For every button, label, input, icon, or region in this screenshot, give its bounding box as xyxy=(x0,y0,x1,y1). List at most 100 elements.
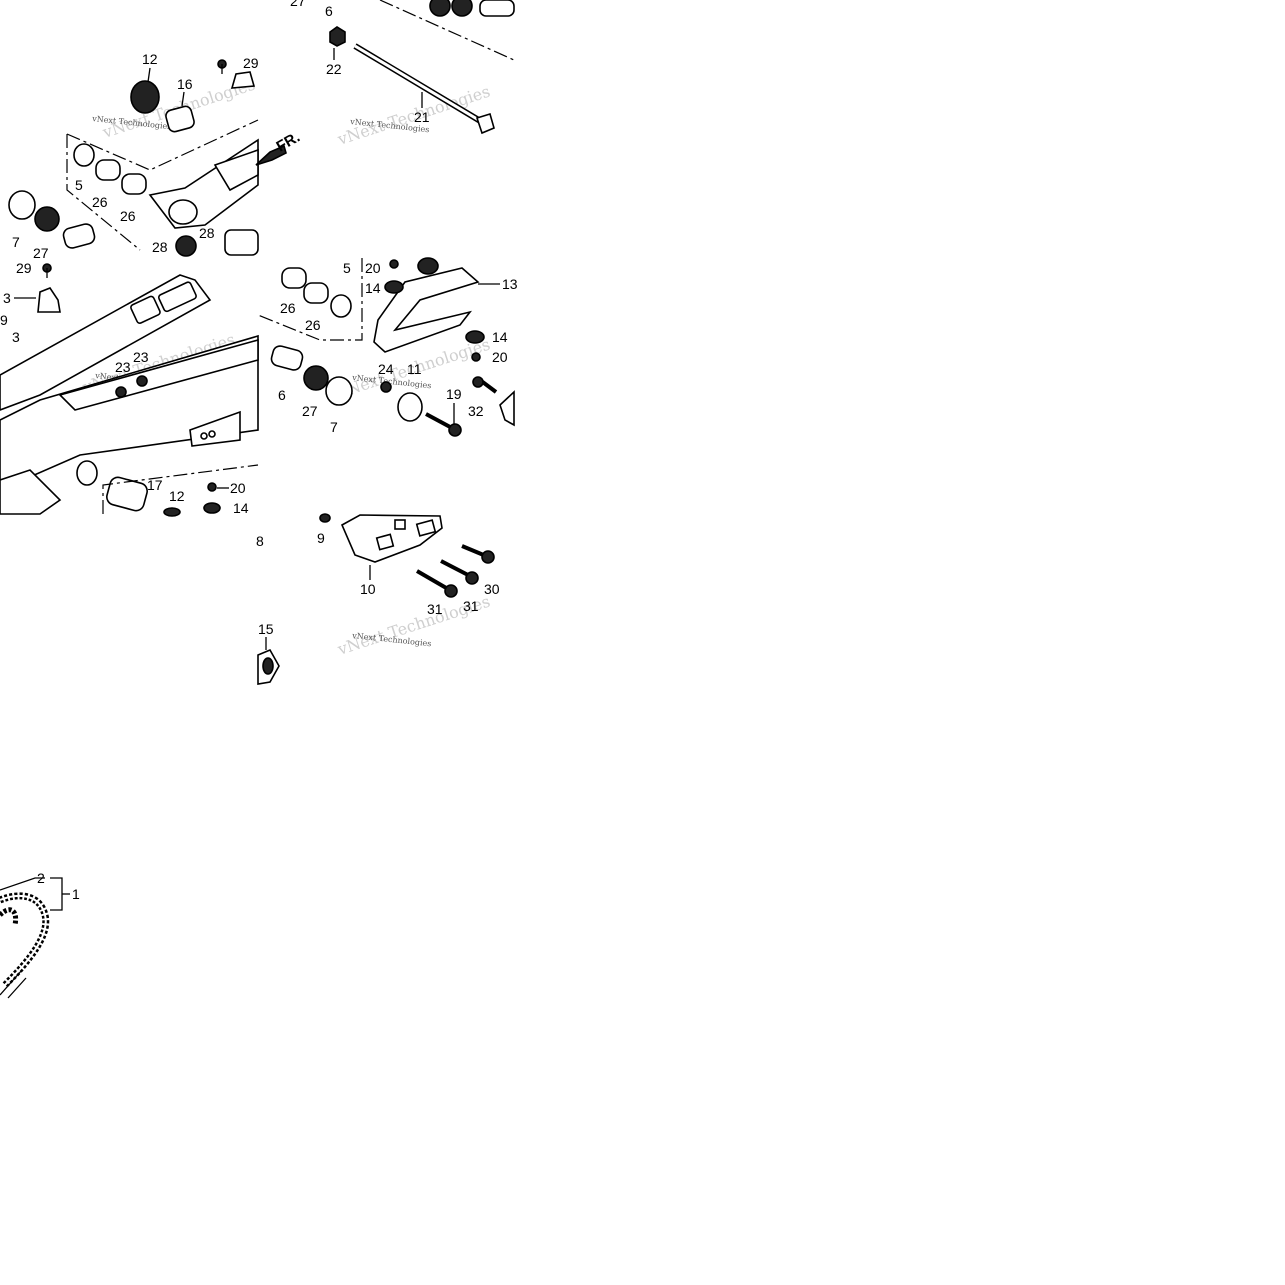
swingarm-rib xyxy=(58,338,259,411)
callout-22: 22 xyxy=(326,61,342,77)
callout-3: 3 xyxy=(12,329,20,345)
callout-16: 16 xyxy=(177,76,193,92)
callout-3: 3 xyxy=(3,290,11,306)
callout-27: 27 xyxy=(302,403,318,419)
housing xyxy=(479,0,515,17)
bearing xyxy=(429,0,451,17)
swingarm-upper-plate xyxy=(213,148,259,192)
part-14-grommet xyxy=(465,330,485,344)
callout-6: 6 xyxy=(325,3,333,19)
part-7-seal xyxy=(8,190,36,220)
part-6-collar xyxy=(270,345,304,371)
callout-1: 1 xyxy=(72,886,80,902)
callout-14: 14 xyxy=(233,500,249,516)
pivot-housing xyxy=(224,229,259,256)
callout-31: 31 xyxy=(427,601,443,617)
callout-26: 26 xyxy=(305,317,321,333)
callout-29: 29 xyxy=(243,55,259,71)
callout-10: 10 xyxy=(360,581,376,597)
part-3-clamp xyxy=(37,287,61,313)
callout-14: 14 xyxy=(492,329,508,345)
callout-11: 11 xyxy=(407,361,422,377)
leader-2 xyxy=(0,877,45,891)
tile-swingarm-front: FR. 12 16 29 5 26 26 7 27 28 28 xyxy=(8,51,303,261)
callout-9: 9 xyxy=(317,530,325,546)
part-23-screw xyxy=(136,375,148,387)
callout-27: 27 xyxy=(290,0,306,9)
callout-28: 28 xyxy=(199,225,215,241)
bearing xyxy=(417,257,439,275)
part-5-seal xyxy=(330,294,352,318)
callout-30: 30 xyxy=(484,581,500,597)
part-27-bearing xyxy=(303,365,329,391)
callout-13: 13 xyxy=(502,276,518,292)
part-13-chain-slider xyxy=(373,267,480,353)
callout-5: 5 xyxy=(75,177,83,193)
part-31-bolt xyxy=(440,559,471,578)
callout-17: 17 xyxy=(147,477,163,493)
part-12-seal xyxy=(163,507,181,517)
dash-line xyxy=(66,119,259,171)
bolt-head xyxy=(475,112,495,135)
callout-26: 26 xyxy=(280,300,296,316)
swingarm-rear xyxy=(0,469,62,515)
tile-drive-chain: 2 1 xyxy=(0,870,80,999)
callout-8: 8 xyxy=(256,533,264,549)
dash-line xyxy=(66,134,141,251)
chain-guide-pad xyxy=(130,295,161,324)
callout-7: 7 xyxy=(330,419,338,435)
callout-12: 12 xyxy=(142,51,158,67)
part-27-bearing xyxy=(34,206,60,232)
callout-7: 7 xyxy=(12,234,20,250)
callout-24: 24 xyxy=(378,361,394,377)
callout-32: 32 xyxy=(468,403,484,419)
part-24-nut xyxy=(380,381,392,393)
callout-21: 21 xyxy=(414,109,430,125)
callout-6: 6 xyxy=(278,387,286,403)
tile-pivot-bolt: 27 6 22 21 xyxy=(290,0,515,135)
part-23-screw xyxy=(115,386,127,398)
callout-20: 20 xyxy=(230,480,246,496)
dash-line xyxy=(102,464,259,514)
part-26-bearing xyxy=(281,267,307,289)
part-7-seal xyxy=(325,376,353,406)
callout-20: 20 xyxy=(492,349,508,365)
pivot-collar xyxy=(62,223,96,249)
callout-9: 9 xyxy=(0,312,8,328)
callout-28: 28 xyxy=(152,239,168,255)
part-28-bearing xyxy=(175,235,197,257)
dash-line xyxy=(257,258,363,341)
part-20-bolt xyxy=(471,352,481,362)
part-31-bolt xyxy=(415,569,450,591)
roller-edge xyxy=(499,390,515,427)
bearing xyxy=(451,0,473,17)
part-20-bolt xyxy=(207,482,217,492)
part-14-grommet xyxy=(203,502,221,514)
callout-14: 14 xyxy=(365,280,381,296)
pivot-bore xyxy=(168,199,198,225)
chain-guide-slot xyxy=(157,281,197,313)
callout-19: 19 xyxy=(446,386,462,402)
callout-15: 15 xyxy=(258,621,274,637)
callout-26: 26 xyxy=(92,194,108,210)
part-11-roller xyxy=(397,392,423,422)
part-26-bearing xyxy=(303,282,329,304)
callout-12: 12 xyxy=(169,488,185,504)
tile-swingarm-body: 29 3 9 3 23 23 17 12 20 14 xyxy=(0,260,259,517)
callout-27: 27 xyxy=(33,245,49,261)
callout-2: 2 xyxy=(37,870,45,886)
part-12-dust-seal xyxy=(130,80,160,114)
callout-23: 23 xyxy=(115,359,131,375)
part-16-collar xyxy=(165,105,195,133)
part-17-collar xyxy=(106,476,148,512)
callout-29: 29 xyxy=(16,260,32,276)
swingarm-hole xyxy=(76,460,98,486)
part-19-bolt xyxy=(425,412,453,430)
callout-20: 20 xyxy=(365,260,381,276)
part-14-grommet xyxy=(384,280,404,294)
tile-roller: 15 xyxy=(257,621,280,685)
tile-chain-slider: 20 14 5 13 26 26 14 20 24 11 6 27 7 19 3… xyxy=(257,257,518,437)
bracket-1 xyxy=(50,877,63,911)
part-26-bearing xyxy=(121,173,147,195)
